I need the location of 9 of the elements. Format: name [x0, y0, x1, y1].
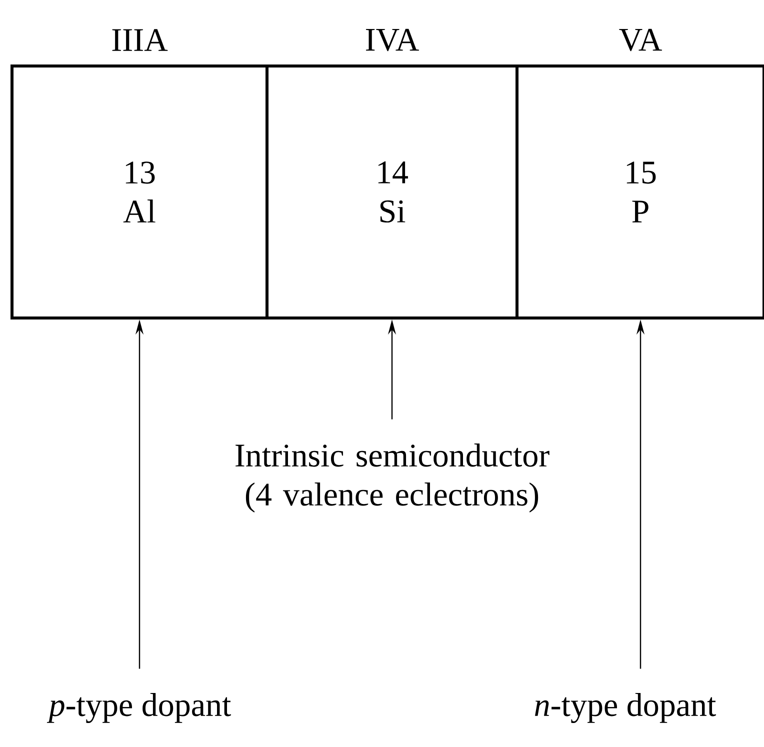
group-label: IVA — [366, 28, 419, 52]
annotation-text: Intrinsic semiconductor (4 valence eclectrons) — [236, 444, 550, 512]
group-label: VA — [619, 28, 662, 52]
group-label: IIIA — [112, 29, 168, 51]
element-box: 13 Al — [10, 64, 268, 320]
element-box: 14 Si — [266, 64, 518, 320]
element-box: 15 P — [516, 64, 764, 320]
annotation-text: n-type dopant — [535, 692, 716, 723]
annotation-text: p-type dopant — [46, 692, 231, 723]
